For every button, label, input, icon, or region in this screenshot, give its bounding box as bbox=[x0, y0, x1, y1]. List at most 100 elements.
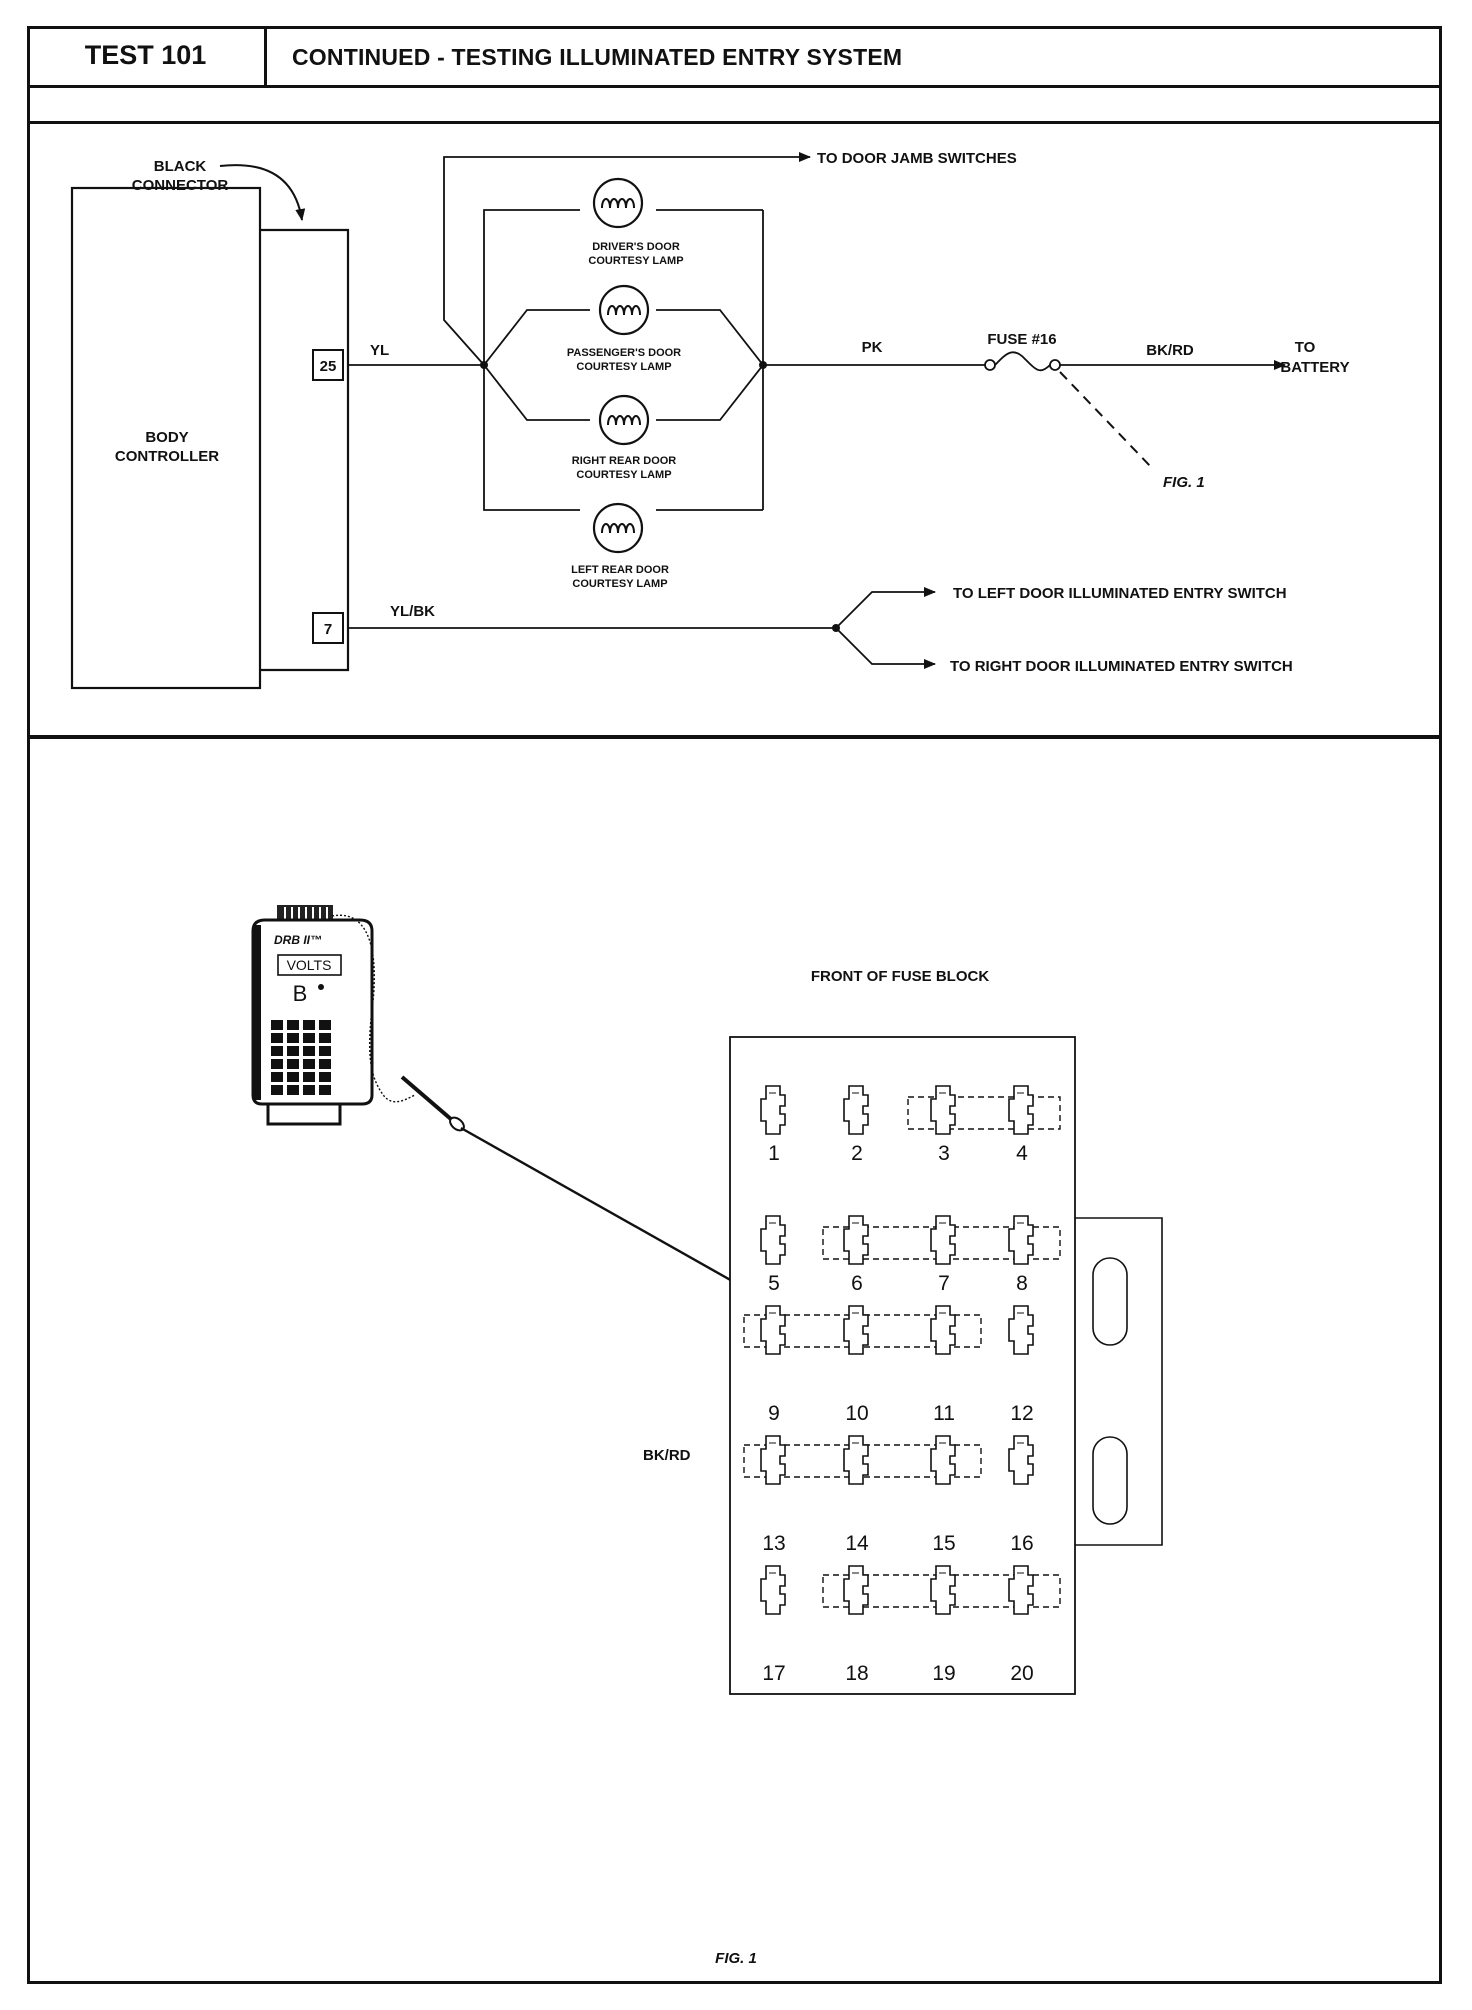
fuse-number-20: 20 bbox=[1010, 1662, 1033, 1685]
drb-ii-tester: DRB II™ VOLTS B bbox=[251, 905, 374, 1126]
fuse-label: FUSE #16 bbox=[987, 331, 1056, 348]
fuse-number-3: 3 bbox=[938, 1142, 950, 1165]
connector-housing bbox=[260, 228, 350, 672]
pin-7-label: 7 bbox=[324, 621, 332, 638]
left-rear-door-lamp-icon bbox=[592, 502, 644, 554]
keypad-key bbox=[319, 1046, 331, 1056]
right-rear-lamp-label-2: COURTESY LAMP bbox=[576, 469, 671, 481]
fuse-number-1: 1 bbox=[768, 1142, 780, 1165]
header: TEST 101 CONTINUED - TESTING ILLUMINATED… bbox=[27, 26, 1442, 121]
fuse-number-17: 17 bbox=[762, 1662, 785, 1685]
fuse-number-11: 11 bbox=[933, 1402, 955, 1425]
driver-lamp-label-2: COURTESY LAMP bbox=[588, 255, 683, 267]
fuse-number-12: 12 bbox=[1010, 1402, 1033, 1425]
keypad-key bbox=[303, 1085, 315, 1095]
keypad-key bbox=[271, 1020, 283, 1030]
yl-wire-label: YL bbox=[370, 342, 389, 359]
driver-lamp-label-1: DRIVER'S DOOR bbox=[592, 241, 680, 253]
keypad-key bbox=[271, 1085, 283, 1095]
pin-7-box bbox=[312, 612, 344, 644]
passenger-lamp-label-2: COURTESY LAMP bbox=[576, 361, 671, 373]
door-jamb-wire bbox=[443, 152, 811, 366]
probe-wire-color-label: BK/RD bbox=[643, 1447, 691, 1464]
passenger-door-lamp-icon bbox=[598, 284, 650, 336]
keypad-key bbox=[319, 1033, 331, 1043]
right-rear-lamp-label-1: RIGHT REAR DOOR bbox=[572, 455, 677, 467]
fuse-number-16: 16 bbox=[1010, 1532, 1033, 1555]
keypad-key bbox=[303, 1046, 315, 1056]
tester-display-label: VOLTS bbox=[287, 957, 332, 973]
keypad-key bbox=[287, 1033, 299, 1043]
passenger-lamp-label-1: PASSENGER'S DOOR bbox=[567, 347, 681, 359]
header-divider bbox=[267, 85, 1439, 88]
keypad-key bbox=[271, 1059, 283, 1069]
page-frame bbox=[27, 26, 1442, 1984]
to-battery-label-2: BATTERY bbox=[1280, 359, 1349, 376]
bk-rd-wire-label: BK/RD bbox=[1146, 342, 1194, 359]
fig-reference-leader bbox=[1059, 371, 1153, 469]
left-rear-lamp-label-1: LEFT REAR DOOR bbox=[571, 564, 669, 576]
fuse-number-2: 2 bbox=[851, 1142, 863, 1165]
keypad-key bbox=[319, 1059, 331, 1069]
fuse-number-8: 8 bbox=[1016, 1272, 1028, 1295]
fuse-number-7: 7 bbox=[938, 1272, 950, 1295]
keypad-key bbox=[303, 1033, 315, 1043]
tester-keypad bbox=[271, 1020, 331, 1095]
right-rear-door-lamp-icon bbox=[598, 394, 650, 446]
page-title: CONTINUED - TESTING ILLUMINATED ENTRY SY… bbox=[292, 43, 903, 70]
body-controller-box bbox=[70, 186, 262, 690]
keypad-key bbox=[303, 1072, 315, 1082]
right-switch-wire bbox=[835, 627, 936, 669]
fuse-number-9: 9 bbox=[768, 1402, 780, 1425]
keypad-key bbox=[287, 1085, 299, 1095]
section-divider-middle bbox=[27, 735, 1442, 739]
section-divider-top bbox=[27, 121, 1442, 124]
keypad-key bbox=[287, 1020, 299, 1030]
keypad-key bbox=[287, 1059, 299, 1069]
keypad-key bbox=[271, 1046, 283, 1056]
fuse-symbol-icon bbox=[984, 351, 1061, 372]
to-left-switch-label: TO LEFT DOOR ILLUMINATED ENTRY SWITCH bbox=[953, 585, 1287, 602]
keypad-key bbox=[287, 1046, 299, 1056]
connector-pointer-arrow bbox=[219, 164, 306, 221]
black-connector-label-2: CONNECTOR bbox=[132, 177, 229, 194]
keypad-key bbox=[287, 1072, 299, 1082]
fuse-number-6: 6 bbox=[851, 1272, 863, 1295]
body-controller-label-1: BODY bbox=[145, 429, 188, 446]
keypad-key bbox=[271, 1072, 283, 1082]
test-number: TEST 101 bbox=[27, 26, 267, 88]
black-connector-label-1: BLACK bbox=[154, 158, 207, 175]
fuse-number-4: 4 bbox=[1016, 1142, 1028, 1165]
fuse-block-mount-tab bbox=[1075, 1217, 1163, 1546]
mount-slot-bottom bbox=[1092, 1436, 1128, 1525]
keypad-key bbox=[271, 1033, 283, 1043]
fuse-block-title: FRONT OF FUSE BLOCK bbox=[811, 968, 989, 985]
probe-handle bbox=[400, 1075, 454, 1122]
fig-reference-label: FIG. 1 bbox=[1163, 474, 1205, 491]
keypad-key bbox=[319, 1020, 331, 1030]
fuse-number-13: 13 bbox=[762, 1532, 785, 1555]
to-door-jamb-label: TO DOOR JAMB SWITCHES bbox=[817, 150, 1017, 167]
keypad-key bbox=[303, 1020, 315, 1030]
left-switch-wire bbox=[835, 587, 936, 629]
tester-reading: B bbox=[293, 981, 308, 1006]
keypad-key bbox=[319, 1085, 331, 1095]
left-rear-lamp-label-2: COURTESY LAMP bbox=[572, 578, 667, 590]
keypad-key bbox=[319, 1072, 331, 1082]
tester-cable bbox=[331, 914, 416, 1103]
tester-brand: DRB II™ bbox=[274, 933, 322, 947]
driver-door-lamp-icon bbox=[592, 177, 644, 229]
pin-25-label: 25 bbox=[320, 358, 337, 375]
pk-wire-label: PK bbox=[862, 339, 883, 356]
to-battery-label-1: TO bbox=[1295, 339, 1316, 356]
mount-slot-top bbox=[1092, 1257, 1128, 1346]
to-right-switch-label: TO RIGHT DOOR ILLUMINATED ENTRY SWITCH bbox=[950, 658, 1293, 675]
fuse-number-19: 19 bbox=[932, 1662, 955, 1685]
fuse-number-5: 5 bbox=[768, 1272, 780, 1295]
yl-bk-wire-label: YL/BK bbox=[390, 603, 435, 620]
fuse-number-10: 10 bbox=[845, 1402, 868, 1425]
pin-25-box bbox=[312, 349, 344, 381]
fuse-number-15: 15 bbox=[932, 1532, 955, 1555]
